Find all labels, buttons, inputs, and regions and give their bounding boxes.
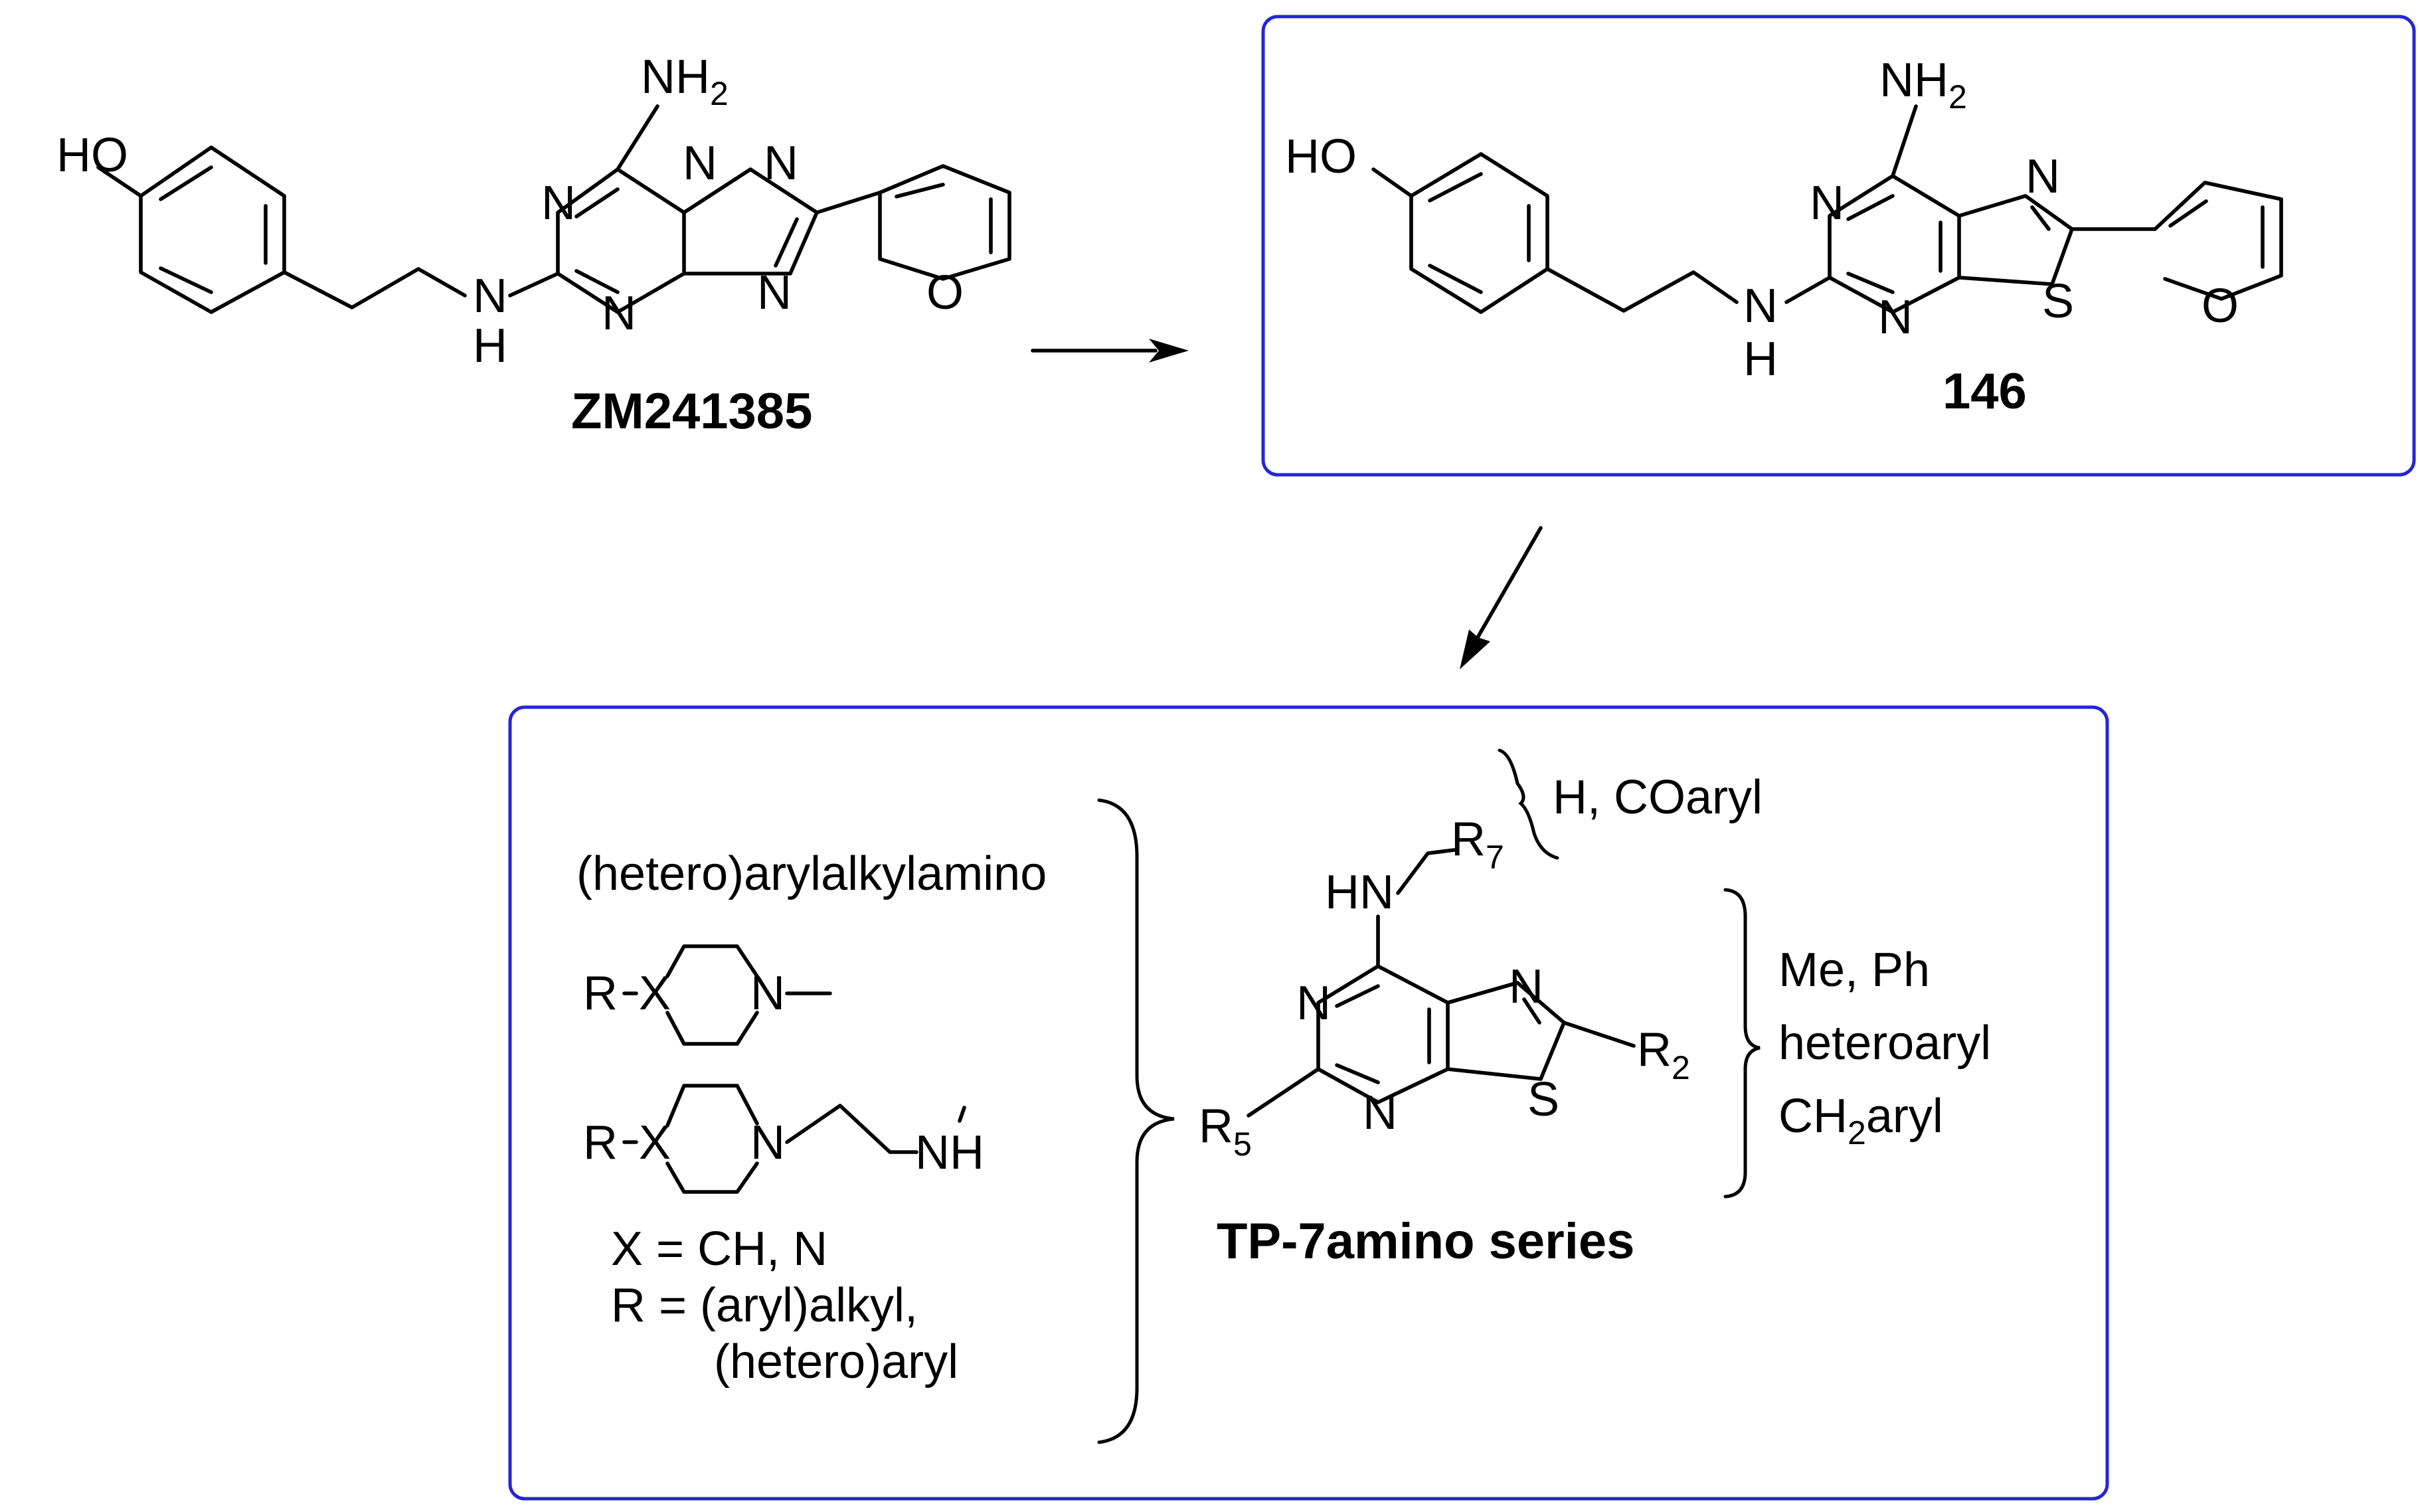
c146-thiazole-ring (1957, 194, 2074, 286)
r5-ethylamine-nh: NH (915, 1126, 984, 1179)
zm-furan-ring (878, 164, 1011, 281)
zm-furan-link (815, 191, 882, 214)
r2-brace (1723, 888, 1761, 1199)
r5-ethylamine-n1: N (750, 1116, 785, 1169)
c146-furan-o: O (2202, 280, 2239, 333)
core-pyrimidine-double-bonds (1335, 984, 1431, 1084)
core-r2-bond (1562, 1021, 1636, 1048)
core-hn: HN (1325, 866, 1394, 919)
r5-option-arylalkylamino: (hetero)arylalkylamino (576, 847, 1047, 900)
zm-furan-o: O (926, 266, 964, 319)
c146-ethyl-linker (1545, 267, 1739, 313)
r7-brace (1498, 748, 1559, 860)
c146-oh-bond (1371, 167, 1413, 198)
zm-triazole-double-bond (774, 217, 799, 268)
c146-furan-double-bonds (2168, 199, 2265, 269)
c146-ring-n-b: N (1878, 291, 1913, 344)
c146-amino-bond (1891, 104, 1918, 178)
tp7amino-core: HN R7 N N N S R2 R5 TP-7amino series (1199, 813, 1690, 1270)
r5-ethylamine-x: X (639, 1116, 671, 1169)
zm-triazine-double-bonds (574, 187, 620, 294)
zm-ring-n-e: N (757, 266, 792, 319)
r5-ethylamine-ring (665, 1084, 759, 1194)
r2-option-heteroaryl: heteroaryl (1778, 1017, 1991, 1070)
arrow-146-to-series (1460, 526, 1543, 669)
zm-amino-label: NH2 (641, 50, 729, 112)
r5-ethylamine-r: R (583, 1116, 618, 1169)
r5-ethylamine-nh-bond (958, 1106, 966, 1123)
r5-ethylamine-chain (785, 1104, 918, 1154)
core-ring-n-a: N (1296, 977, 1331, 1030)
zm-ring-n-d: N (764, 137, 798, 190)
zm-phenol-ring (139, 145, 286, 314)
zm-phenol-double-bonds (159, 165, 268, 294)
core-sulfur: S (1527, 1073, 1559, 1126)
r5-piperazine-x: X (639, 967, 671, 1020)
zm241385-structure: HO NH2 N N N N N N H O ZM241385 (56, 50, 1011, 440)
zm-linker-n: N (473, 270, 507, 323)
core-r7: R7 (1451, 813, 1504, 876)
zm241385-name: ZM241385 (571, 383, 812, 440)
r5-piperazine-ring (665, 944, 759, 1046)
r7-options: H, COaryl (1553, 771, 1763, 824)
compound-146-structure: HO NH2 N N N S N H O 146 (1285, 54, 2283, 420)
zm-hydroxyl-label: HO (56, 129, 128, 182)
core-thiazole-double-bond (1522, 997, 1541, 1025)
compound-146-name: 146 (1943, 363, 2027, 420)
zm-ring-n-b: N (602, 287, 636, 340)
arrow-zm-to-146 (1031, 339, 1189, 363)
core-r2: R2 (1637, 1023, 1690, 1086)
r5-r-definition-line1: R = (aryl)alkyl, (611, 1279, 918, 1332)
c146-linker-h: H (1743, 333, 1778, 386)
r5-options: (hetero)arylalkylamino R X N R X N NH X … (576, 847, 1047, 1388)
c146-phenol-double-bonds (1428, 172, 1531, 294)
zm-amino-bond (616, 104, 659, 171)
core-ring-n-c: N (1509, 960, 1543, 1013)
zm-ring-n-c: N (683, 137, 717, 190)
c146-sulfur: S (2042, 275, 2074, 328)
core-r5: R5 (1199, 1100, 1252, 1163)
zm-furan-double-bonds (895, 183, 993, 254)
r2-option-me-ph: Me, Ph (1778, 944, 1930, 997)
r5-x-definition: X = CH, N (611, 1222, 827, 1276)
r2-option-ch2aryl: CH2aryl (1778, 1090, 1943, 1151)
zm-ethyl-linker (282, 267, 467, 309)
r5-piperazine-r: R (583, 967, 618, 1020)
c146-furan-ring (2153, 181, 2283, 301)
r5-brace (1097, 798, 1175, 1444)
c146-ring-n-a: N (1810, 177, 1844, 230)
c146-amino-label: NH2 (1879, 54, 1967, 116)
compound-146-frame (1261, 15, 2416, 477)
c146-hydroxyl-label: HO (1285, 130, 1357, 183)
zm-ring-n-a: N (541, 177, 576, 230)
c146-linker-n: N (1743, 280, 1778, 333)
core-r5-bond (1247, 1067, 1320, 1118)
c146-ring-n-c: N (2026, 150, 2060, 203)
zm-linker-h: H (473, 319, 507, 373)
c146-nh-bond (1784, 276, 1832, 304)
c146-thiazole-double-bond (2030, 205, 2051, 231)
zm-nh-bond (508, 272, 560, 297)
core-hn-r7-bond (1396, 848, 1456, 895)
core-thiazole-ring (1446, 981, 1566, 1081)
r5-piperazine-n: N (750, 967, 785, 1020)
series-name: TP-7amino series (1217, 1213, 1634, 1270)
sar-panel-frame (508, 705, 2109, 1501)
core-ring-n-b: N (1363, 1086, 1397, 1139)
c146-pyrimidine-double-bonds (1846, 194, 1943, 294)
r5-r-definition-line2: (hetero)aryl (714, 1335, 958, 1388)
zm-oh-bond (96, 165, 143, 198)
